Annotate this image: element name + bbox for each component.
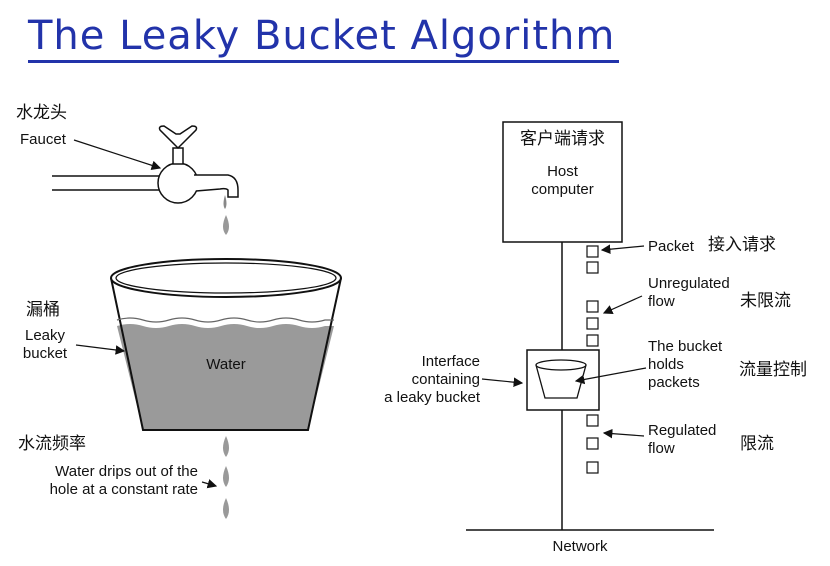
host-label-line2: computer <box>531 181 594 198</box>
bucket-arrow <box>75 344 126 355</box>
regulated-label-line2: flow <box>648 440 675 457</box>
bucket-label-line1: Leaky <box>24 327 66 344</box>
bucket-cn-label: 漏桶 <box>26 300 60 320</box>
host-computer-box <box>502 121 623 243</box>
packet-squares <box>586 245 599 474</box>
faucet-cn-label: 水龙头 <box>16 103 67 123</box>
water-label: Water <box>206 356 246 373</box>
rate-cn-label: 水流频率 <box>18 434 86 454</box>
small-bucket-icon <box>535 359 587 399</box>
packet-cn-label: 接入请求 <box>708 235 776 255</box>
regulated-cn-label: 限流 <box>740 434 774 454</box>
unregulated-label: Unregulated flow <box>648 275 730 311</box>
water-drop-icon <box>223 215 229 235</box>
regulated-label: Regulated flow <box>648 422 716 458</box>
bucket-icon <box>110 258 342 431</box>
bucket-holds-line2: holds <box>648 356 684 373</box>
host-label-line1: Host <box>547 163 578 180</box>
regulated-label-line1: Regulated <box>648 422 717 439</box>
interface-label-line3: a leaky bucket <box>384 389 480 406</box>
network-label: Network <box>552 538 608 555</box>
host-cn-label: 客户端请求 <box>520 129 605 149</box>
bucket-label: Leaky bucket <box>12 327 78 363</box>
unregulated-cn-label: 未限流 <box>740 291 791 311</box>
drips-label: Water drips out of the hole at a constan… <box>2 463 198 499</box>
drips-label-line1: Water drips out of the <box>55 463 198 480</box>
interface-label-line1: Interface <box>421 353 480 370</box>
bucket-holds-line1: The bucket <box>648 338 723 355</box>
faucet-label: Faucet <box>20 131 66 148</box>
faucet-arrow <box>73 139 162 170</box>
bucket-holds-line3: packets <box>648 374 700 391</box>
bucket-label-line2: bucket <box>22 345 68 362</box>
interface-label: Interface containing a leaky bucket <box>368 353 480 407</box>
water-drop-icon <box>223 195 227 209</box>
drips-label-line2: hole at a constant rate <box>49 481 198 498</box>
bucket-holds-label: The bucket holds packets <box>648 338 722 392</box>
host-label: Host computer <box>503 163 622 199</box>
unregulated-label-line2: flow <box>648 293 675 310</box>
diagram-title: The Leaky Bucket Algorithm <box>28 12 620 63</box>
drips-arrow <box>201 479 218 489</box>
interface-label-line2: containing <box>411 371 480 388</box>
bucket-holds-cn-label: 流量控制 <box>739 360 807 380</box>
water-drop-icon <box>223 466 229 487</box>
faucet-icon <box>52 125 239 204</box>
water-drop-icon <box>223 436 229 457</box>
water-drop-icon <box>223 498 229 519</box>
packet-label: Packet <box>648 238 694 255</box>
unregulated-label-line1: Unregulated <box>648 275 730 292</box>
